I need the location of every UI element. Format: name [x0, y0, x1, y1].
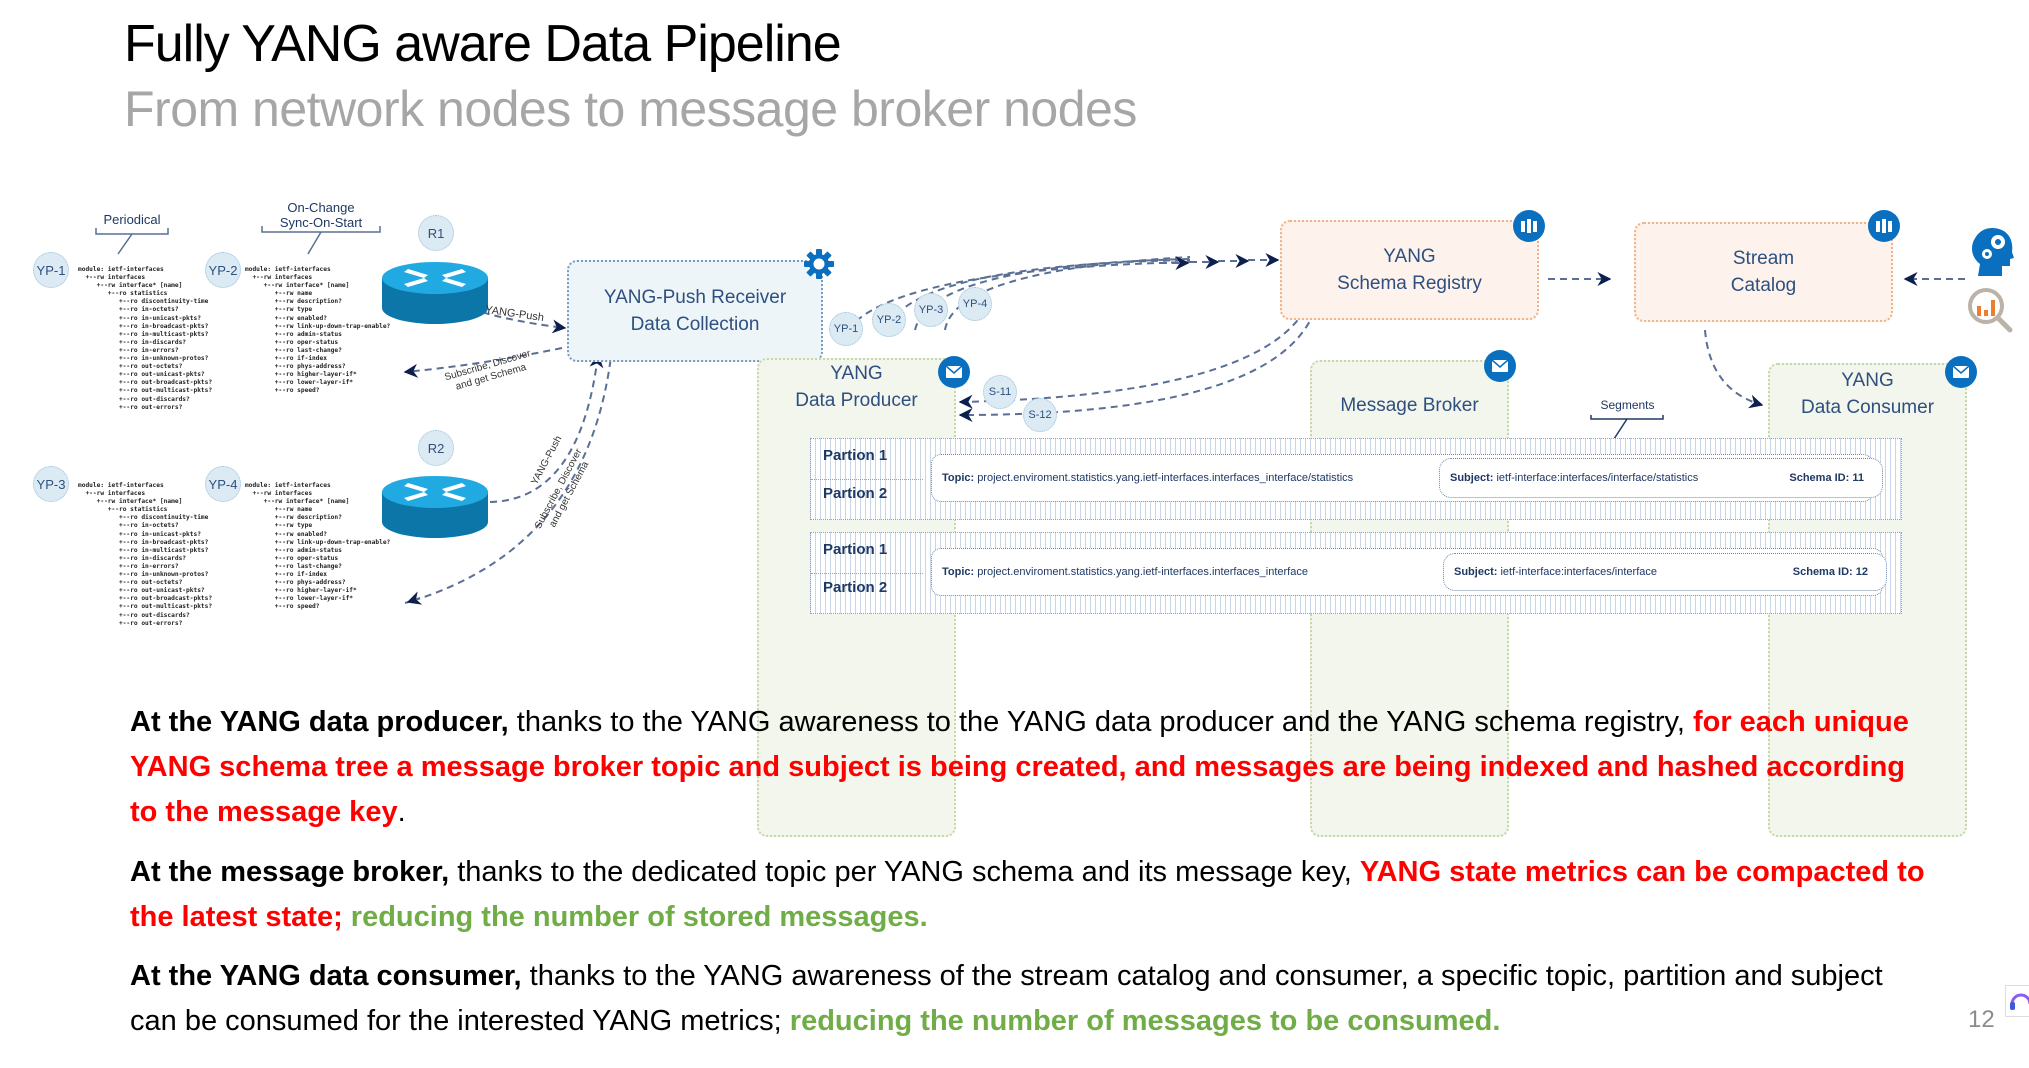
yang-schema-registry-node[interactable]: YANG Schema Registry [1280, 220, 1539, 320]
consumer-lead: At the YANG data consumer, [130, 960, 522, 992]
on-change-label: On-Change Sync-On-Start [262, 200, 380, 230]
on-change-line-2: Sync-On-Start [279, 215, 363, 230]
receiver-line-2: Data Collection [630, 314, 760, 335]
topic-label: Topic: [942, 472, 975, 484]
partition-1-label[interactable]: Partion 1 [823, 447, 888, 464]
schema-s-12-bubble: S-12 [1023, 398, 1057, 432]
r1-bubble: R1 [418, 215, 454, 251]
on-change-bracket [261, 226, 381, 255]
head-gears-icon[interactable] [1968, 226, 2016, 278]
broker-text: thanks to the dedicated topic per YANG s… [449, 856, 1360, 888]
r2-bubble: R2 [418, 430, 454, 466]
router-icon [382, 476, 488, 538]
producer-text: thanks to the YANG awareness to the YANG… [508, 706, 1693, 738]
analytics-magnifier-icon[interactable] [1966, 286, 2014, 334]
producer-yp-1-bubble: YP-1 [829, 312, 863, 346]
periodical-bracket [95, 228, 169, 255]
yp-3-yang-tree: module: ietf-interfaces +--rw interfaces… [78, 482, 213, 627]
producer-paragraph: At the YANG data producer, thanks to the… [130, 700, 1930, 835]
headset-widget-icon[interactable] [2005, 985, 2029, 1017]
r2-yang-push-arrow [489, 353, 604, 503]
envelope-icon [1945, 356, 1977, 388]
subject-label: Subject: [1454, 566, 1498, 578]
pipeline-diagram: Periodical On-Change Sync-On-Start Segme… [0, 180, 2029, 837]
topic-1-partition-labels: Partion 1 Partion 2 [811, 439, 923, 519]
segments-label: Segments [1600, 398, 1655, 412]
producer-end: . [397, 796, 406, 828]
broker-emphasis: YANG state metrics can be compacted to t… [130, 856, 1925, 933]
stream-catalog-node[interactable]: Stream Catalog [1634, 222, 1893, 322]
consumer-line-2: Data Consumer [1800, 397, 1935, 418]
subject-1-name: ietf-interface:interfaces/interface/stat… [1496, 472, 1699, 484]
topic-1-partitions[interactable]: Partion 1 Partion 2 Topic: project.envir… [810, 438, 1902, 520]
catalog-line-1: Stream [1732, 248, 1795, 269]
slide-subtitle: From network nodes to message broker nod… [124, 81, 1137, 137]
broker-label: Message Broker [1340, 395, 1479, 416]
partition-1-label[interactable]: Partion 1 [823, 541, 888, 558]
partition-2-label[interactable]: Partion 2 [823, 485, 888, 502]
r1-yang-push-arrow [459, 304, 567, 334]
broker-lead: At the message broker, [130, 856, 450, 888]
consumer-line-1: YANG [1841, 370, 1894, 391]
topic-2-partitions[interactable]: Partion 1 Partion 2 Topic: project.envir… [810, 532, 1902, 614]
r2-subscribe-arrow [404, 347, 613, 604]
producer-lead: At the YANG data producer, [130, 706, 509, 738]
producer-emphasis: for each unique YANG schema tree a messa… [130, 706, 1909, 828]
broker-paragraph: At the message broker, thanks to the ded… [130, 850, 1930, 940]
partition-2-label[interactable]: Partion 2 [823, 579, 888, 596]
broker-benefit: reducing the number of stored messages. [342, 901, 928, 933]
partition-divider [811, 479, 923, 480]
schema-id-11: Schema ID: 11 [1789, 472, 1864, 484]
subject-2-pill[interactable]: Subject: ietf-interface:interfaces/inter… [1443, 553, 1887, 591]
producer-line-1: YANG [830, 363, 883, 384]
envelope-icon [938, 356, 970, 388]
yp-4-tree-bubble: YP-4 [205, 466, 241, 502]
producer-yp-2-bubble: YP-2 [872, 303, 906, 337]
yp4-curve [944, 256, 1191, 331]
subject-1-pill[interactable]: Subject: ietf-interface:interfaces/inter… [1439, 458, 1883, 498]
server-icon [1868, 210, 1900, 242]
partition-divider [811, 573, 923, 574]
producer-yp-4-bubble: YP-4 [958, 287, 992, 321]
yp-2-tree-bubble: YP-2 [205, 252, 241, 288]
schema-id-12: Schema ID: 12 [1792, 566, 1868, 578]
server-icon [1513, 210, 1545, 242]
consumer-benefit: reducing the number of messages to be co… [789, 1005, 1501, 1037]
topic-1-name: project.enviroment.statistics.yang.ietf-… [977, 472, 1354, 484]
yp-1-tree-bubble: YP-1 [33, 252, 69, 288]
subject-2-name: ietf-interface:interfaces/interface [1500, 566, 1657, 578]
catalog-to-consumer-arrow [1704, 329, 1764, 409]
yp-1-yang-tree: module: ietf-interfaces +--rw interfaces… [78, 266, 213, 411]
on-change-line-1: On-Change [287, 200, 355, 215]
periodical-label: Periodical [103, 212, 161, 227]
topic-2-name: project.enviroment.statistics.yang.ietf-… [977, 566, 1308, 578]
topic-label: Topic: [942, 566, 975, 578]
consumer-paragraph: At the YANG data consumer, thanks to the… [130, 954, 1930, 1044]
page-number: 12 [1968, 1006, 1995, 1033]
subject-label: Subject: [1450, 472, 1494, 484]
receiver-line-1: YANG-Push Receiver [603, 287, 787, 308]
yp-2-yang-tree: module: ietf-interfaces +--rw interfaces… [245, 266, 391, 395]
producer-line-2: Data Producer [795, 390, 918, 411]
producer-yp-3-bubble: YP-3 [914, 293, 948, 327]
slide-title: Fully YANG aware Data Pipeline [124, 15, 842, 73]
schema-s-11-bubble: S-11 [983, 375, 1017, 409]
catalog-line-2: Catalog [1730, 275, 1797, 296]
topic-2-partition-labels: Partion 1 Partion 2 [811, 533, 923, 613]
consumer-text: thanks to the YANG awareness of the stre… [130, 960, 1883, 1037]
yp-4-yang-tree: module: ietf-interfaces +--rw interfaces… [245, 482, 391, 611]
registry-line-2: Schema Registry [1337, 273, 1482, 294]
yp-3-tree-bubble: YP-3 [33, 466, 69, 502]
envelope-icon [1484, 350, 1516, 382]
gear-icon [804, 249, 834, 279]
router-icon [382, 262, 488, 324]
yang-push-receiver-node[interactable]: YANG-Push Receiver Data Collection [567, 260, 823, 362]
registry-line-1: YANG [1383, 246, 1436, 267]
